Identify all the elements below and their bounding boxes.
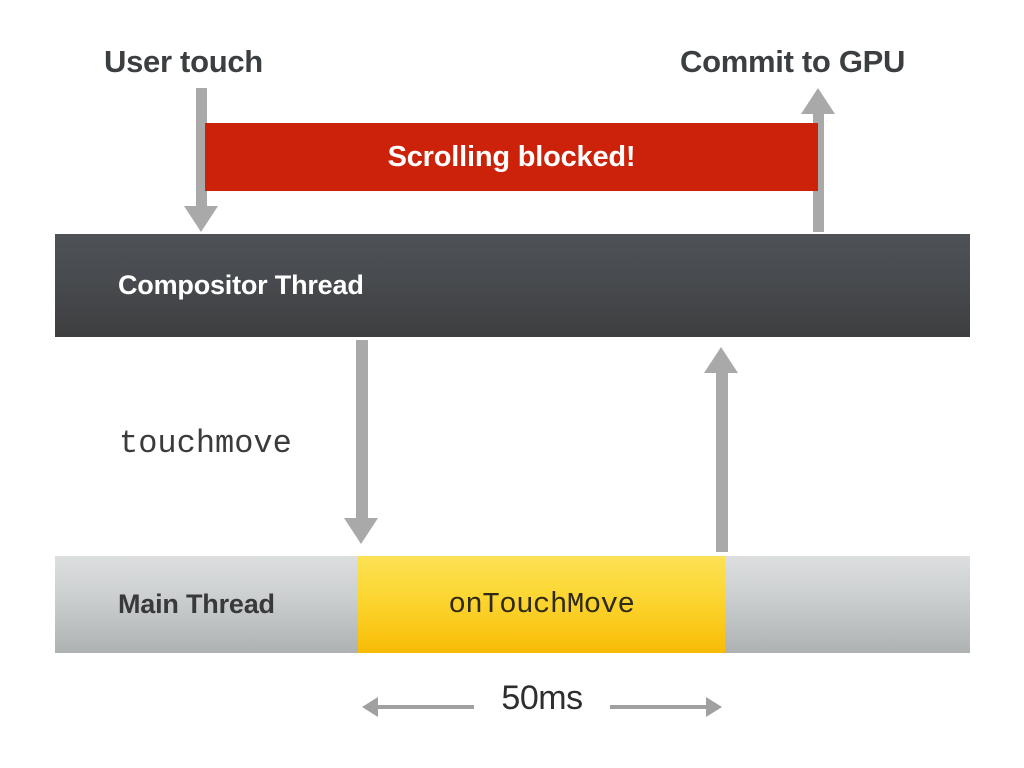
commit-to-gpu-arrow-shaft	[813, 112, 824, 232]
touchmove-event-label: touchmove	[119, 425, 292, 462]
commit-to-gpu-label: Commit to GPU	[680, 44, 906, 79]
user-touch-arrow-shaft	[196, 88, 207, 210]
commit-to-gpu-arrow-head-up-icon	[801, 88, 835, 114]
scrolling-blocked-label: Scrolling blocked!	[387, 140, 636, 173]
touchmove-arrow-head-down-icon	[344, 518, 378, 544]
measure-line-right	[610, 705, 708, 709]
duration-label: 50ms	[489, 679, 595, 718]
touchmove-arrow-shaft	[356, 340, 368, 522]
compositor-thread-bar: Compositor Thread	[55, 234, 970, 337]
measure-line-left	[376, 705, 474, 709]
measure-arrow-right-icon	[706, 697, 722, 717]
main-thread-label: Main Thread	[118, 589, 275, 619]
user-touch-label: User touch	[104, 44, 263, 79]
main-thread-bar: Main Thread onTouchMove	[55, 556, 970, 653]
duration-measure: 50ms	[362, 679, 722, 728]
scrolling-blocked-bar: Scrolling blocked!	[205, 123, 818, 191]
return-arrow-head-up-icon	[704, 347, 738, 373]
ontouchmove-handler-block: onTouchMove	[358, 556, 725, 653]
user-touch-arrow-head-down-icon	[184, 206, 218, 232]
return-arrow-shaft	[716, 372, 728, 552]
ontouchmove-label: onTouchMove	[448, 588, 635, 621]
measure-arrow-left-icon	[362, 697, 378, 717]
compositor-thread-label: Compositor Thread	[118, 270, 364, 300]
